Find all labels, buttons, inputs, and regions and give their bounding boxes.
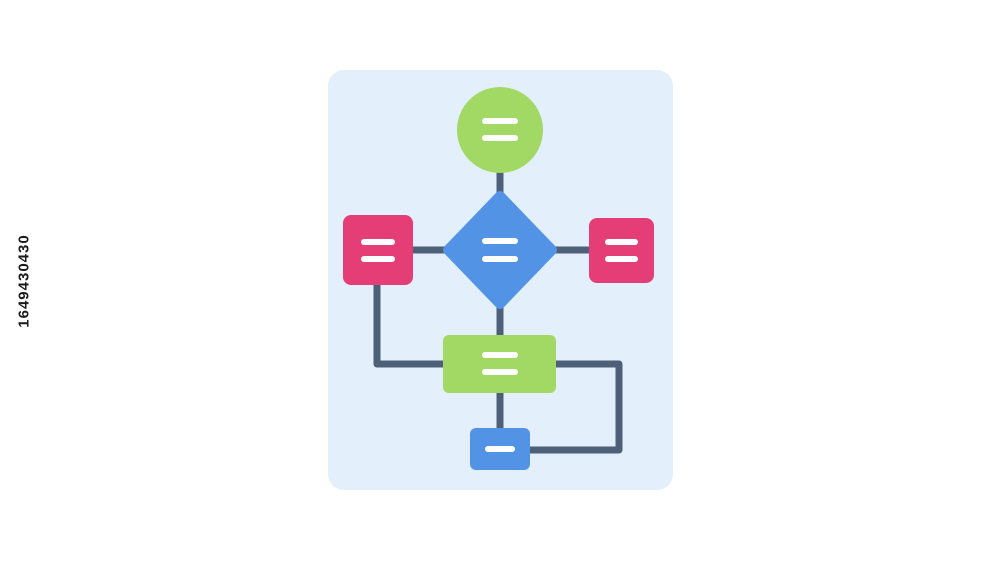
- right-branch-node: [589, 218, 654, 283]
- connector-lines: [373, 165, 623, 454]
- end-node: [470, 428, 530, 470]
- start-node: [457, 87, 543, 173]
- process-node: [443, 335, 556, 393]
- connector-process-loop: [528, 360, 623, 454]
- decision-node: [443, 191, 557, 309]
- left-branch-node: [343, 215, 413, 285]
- connector-left-to-process: [373, 285, 444, 368]
